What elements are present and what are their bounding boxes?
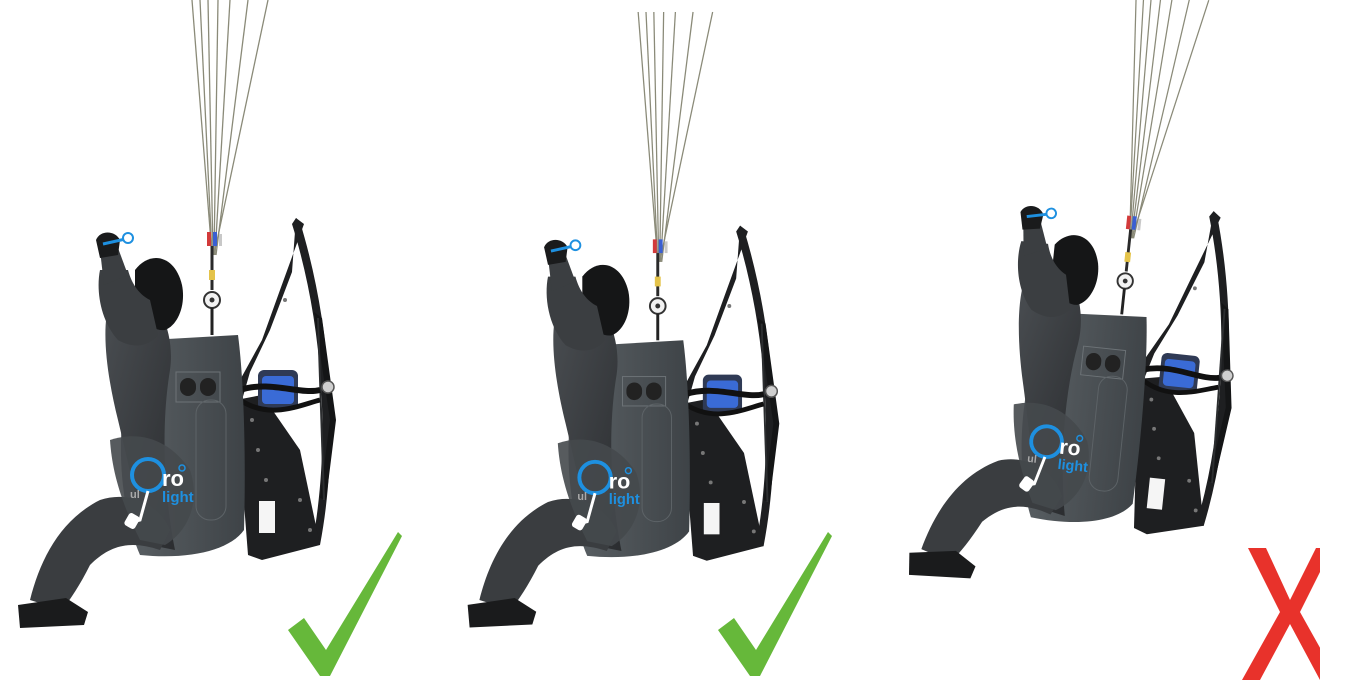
panel-2: ro ul light: [430, 0, 880, 680]
suspension-lines: [1111, 0, 1209, 244]
motor: [240, 370, 320, 410]
paramotor-illustration: ro ul light: [870, 0, 1320, 680]
logo-text-top: ro: [162, 466, 184, 491]
logo-text-bottom: light: [609, 492, 640, 508]
riser-links: [653, 239, 668, 296]
suspension-lines: [638, 12, 712, 262]
checkmark-icon: [718, 532, 832, 676]
checkmark-icon: [288, 532, 402, 676]
carabiner-ring: [1114, 273, 1134, 316]
riser-links: [207, 232, 222, 290]
panel-3: ro ul light: [870, 0, 1351, 680]
carabiner-ring: [650, 298, 666, 340]
logo-text-left: ul: [1027, 453, 1038, 466]
logo-text-left: ul: [577, 491, 587, 503]
logo-text-bottom: light: [162, 489, 194, 506]
carabiner-ring: [204, 292, 220, 335]
panel-1: ro ul light: [0, 0, 450, 680]
logo-text-left: ul: [130, 489, 140, 501]
cross-icon: [1242, 548, 1320, 680]
paramotor-illustration: ro ul light: [430, 0, 880, 680]
logo-text-bottom: light: [1057, 457, 1089, 476]
motor: [685, 375, 763, 414]
paramotor-illustration: ro ul light: [0, 0, 450, 680]
logo-text-top: ro: [609, 468, 631, 493]
suspension-lines: [192, 0, 268, 255]
